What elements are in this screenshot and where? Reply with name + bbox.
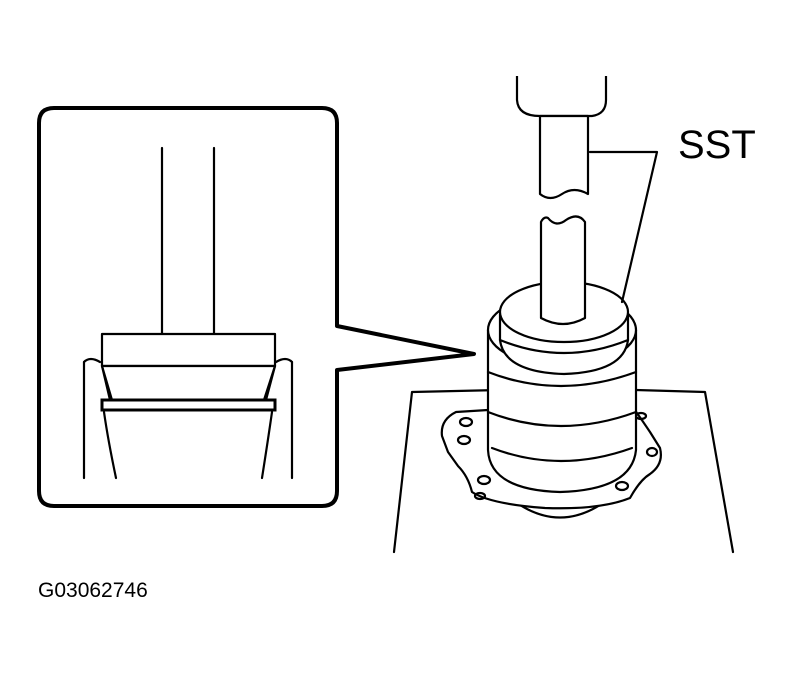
inset-shaft <box>160 146 216 336</box>
sst-handle-upper <box>538 114 590 200</box>
sst-handle-lower <box>539 215 587 326</box>
figure-code: G03062746 <box>38 579 148 602</box>
sst-label: SST <box>678 123 756 167</box>
press-table <box>392 388 735 554</box>
bolt-hole <box>473 491 487 501</box>
inset-driver-block <box>100 332 277 368</box>
inset-bore-walls <box>82 357 294 480</box>
inset-bearing-race <box>100 364 277 412</box>
sst-leader-lines <box>588 150 659 304</box>
bolt-hole <box>456 434 472 446</box>
bolt-hole <box>476 474 492 486</box>
detail-inset <box>37 106 476 508</box>
bolt-hole <box>645 446 659 458</box>
bolt-hole <box>458 416 474 428</box>
press-ram <box>515 76 608 118</box>
bolt-hole <box>614 480 630 492</box>
